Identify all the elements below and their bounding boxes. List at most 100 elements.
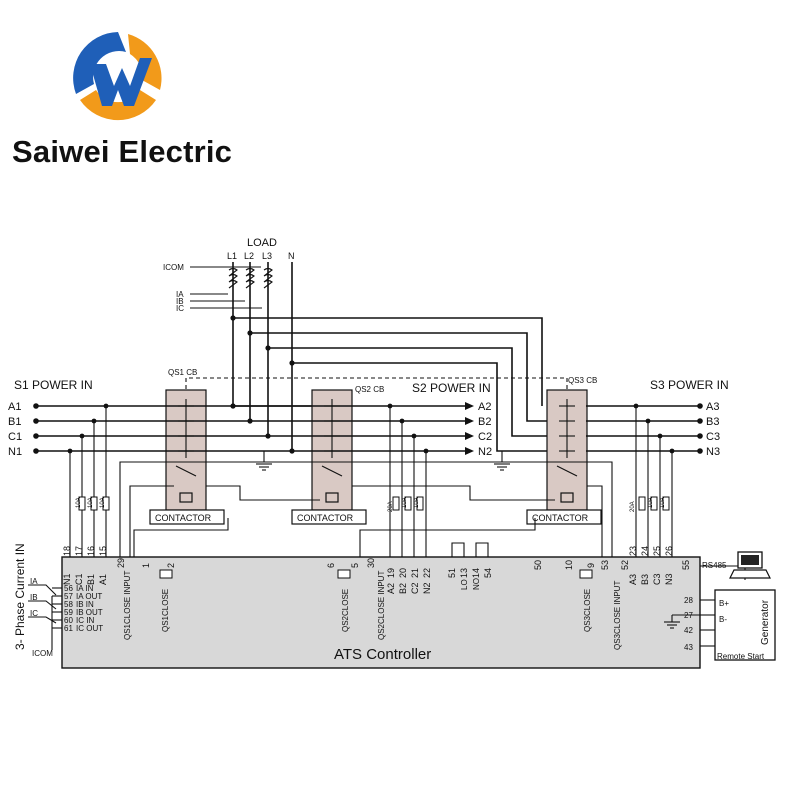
terminal-number: 14 [471, 568, 481, 578]
gen-pin-27: 27 [684, 611, 693, 620]
qs2-close-input-label: QS2CLOSE INPUT [377, 571, 386, 640]
fuse-rating: 10A [402, 497, 408, 508]
control-wiring [119, 451, 613, 557]
gen-pin-43: 43 [684, 643, 693, 652]
gen-pin-42: 42 [684, 626, 693, 635]
ci-pin: 60 [64, 616, 73, 625]
fuse-rating: 20A [630, 501, 636, 512]
s1-voltage-wires [69, 406, 673, 557]
terminal-number: 10 [564, 560, 574, 570]
terminal-name: B1 [86, 574, 96, 585]
terminal-number: 50 [533, 560, 543, 570]
controller-icom-label: ICOM [32, 649, 53, 658]
terminal-name: A2 [386, 583, 396, 594]
terminal-name: B3 [640, 574, 650, 585]
qs3-cb-label: QS3 CB [568, 376, 597, 385]
qs2-close-label: QS2CLOSE [341, 589, 350, 632]
s2-line-n2: N2 [478, 446, 492, 458]
qs3-close-label: QS3CLOSE [583, 589, 592, 632]
qs2-contactor [291, 509, 367, 525]
terminal-number: 6 [326, 563, 336, 568]
ct-icom-label: ICOM [163, 263, 184, 272]
breaker-contacts [175, 399, 578, 503]
terminal-number: 19 [386, 568, 396, 578]
terminal-name: N1 [62, 573, 72, 585]
s3-line-b3: B3 [706, 416, 719, 428]
ci-pin: 58 [64, 600, 73, 609]
s3-line-a3: A3 [706, 401, 719, 413]
terminal-number: 21 [410, 568, 420, 578]
terminal-number: 23 [628, 546, 638, 556]
brand-name: Saiwei Electric [12, 134, 233, 169]
terminal-number: 5 [350, 563, 360, 568]
terminal-number: 29 [116, 558, 126, 568]
s2-line-c2: C2 [478, 431, 492, 443]
fuses [78, 496, 670, 511]
load-phase-lines [232, 262, 547, 452]
ct-label-ia: IA [176, 290, 184, 299]
s1-line-a1: A1 [8, 401, 21, 413]
s2-title: S2 POWER IN [412, 381, 491, 395]
terminal-number: 2 [166, 563, 176, 568]
ground-icon [256, 463, 680, 629]
terminal-number: 18 [62, 546, 72, 556]
lo-label: LO [460, 579, 469, 590]
fuse-rating: 10A [414, 497, 420, 508]
s1-line-c1: C1 [8, 431, 22, 443]
s1-title: S1 POWER IN [14, 378, 93, 392]
terminal-number: 52 [620, 560, 630, 570]
s2-line-b2: B2 [478, 416, 491, 428]
terminal-number: 25 [652, 546, 662, 556]
terminal-name: A1 [98, 574, 108, 585]
qs3-contactor-label: CONTACTOR [532, 513, 589, 523]
qs1-contactor [149, 509, 225, 525]
qs1-close-label: QS1CLOSE [161, 589, 170, 632]
ci-pin: 59 [64, 608, 73, 617]
terminal-number: 1 [141, 563, 151, 568]
terminal-number: 53 [600, 560, 610, 570]
load-neutral: N [288, 251, 295, 261]
qs3-contactor [526, 509, 602, 525]
ats-controller-title: ATS Controller [334, 646, 431, 663]
terminal-number: 22 [422, 568, 432, 578]
no-label: NO [472, 578, 481, 590]
ci-name: IA OUT [76, 592, 102, 601]
qs1-contactor-label: CONTACTOR [155, 513, 212, 523]
gen-pin-28: 28 [684, 596, 693, 605]
ci-name: IB OUT [76, 608, 103, 617]
terminal-number: 24 [640, 546, 650, 556]
ci-name: IC IN [76, 616, 94, 625]
load-phase-l1: L1 [227, 251, 237, 261]
terminal-name: N2 [422, 582, 432, 594]
three-phase-current-label: 3- Phase Current IN [13, 543, 27, 650]
terminal-number: 51 [447, 568, 457, 578]
terminal-number: 55 [681, 560, 691, 570]
fuse-rating: 10A [88, 497, 94, 508]
terminal-number: 16 [86, 546, 96, 556]
load-title: LOAD [247, 237, 277, 249]
load-phase-l2: L2 [244, 251, 254, 261]
load-phase-l3: L3 [262, 251, 272, 261]
fuse-rating: 10A [660, 497, 666, 508]
terminal-name: C2 [410, 582, 420, 594]
gen-b-plus: B+ [719, 599, 729, 608]
terminal-name: C3 [652, 573, 662, 585]
ci-name: IB IN [76, 600, 94, 609]
brand-header: Saiwei Electric [0, 0, 260, 180]
terminal-number: 30 [366, 558, 376, 568]
qs2-cb-label: QS2 CB [355, 385, 384, 394]
s2-line-a2: A2 [478, 401, 491, 413]
gen-remote-start: Remote Start [717, 652, 765, 661]
terminal-name: N3 [664, 573, 674, 585]
s1-line-n1: N1 [8, 446, 22, 458]
saiwei-logo-icon [73, 32, 162, 121]
ci-name: IC OUT [76, 624, 103, 633]
ct-label-ic: IC [176, 304, 184, 313]
fuse-rating: 10A [100, 497, 106, 508]
rs485-label: RS485 [702, 561, 727, 570]
gen-b-minus: B- [719, 615, 727, 624]
ci-pin: 56 [64, 584, 73, 593]
terminal-number: 15 [98, 546, 108, 556]
generator-box [714, 589, 776, 661]
